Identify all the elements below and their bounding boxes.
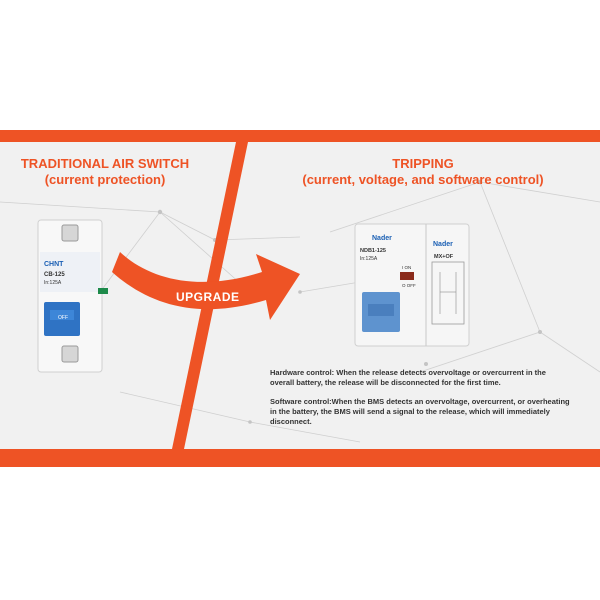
upgrade-label: UPGRADE [176,290,240,304]
right-model: NDB1-125 [360,248,386,254]
top-orange-band [0,130,600,142]
hardware-control-text: Hardware control: When the release detec… [270,368,546,388]
illustration-layer: CHNT CB-125 In:125A OFF Nader Nader NDB1… [0,142,600,449]
left-model: CB-125 [44,272,65,278]
right-title-line1: TRIPPING [392,156,454,171]
upgrade-arrow-icon [112,252,300,320]
bottom-orange-band [0,449,600,467]
tripping-breaker-image [354,223,470,366]
right-off-label: O OFF [402,283,416,288]
left-brand: CHNT [44,261,64,268]
software-control-text: Software control:When the BMS detects an… [270,397,570,427]
traditional-breaker-image [37,219,108,373]
content-panel: CHNT CB-125 In:125A OFF Nader Nader NDB1… [0,142,600,449]
right-module-label: MX+OF [434,254,454,260]
left-title-line1: TRADITIONAL AIR SWITCH [20,156,190,171]
right-rating: In:125A [360,256,378,262]
left-handle-label: OFF [58,315,68,321]
network-nodes [157,179,542,424]
right-on-label: I ON [402,265,411,270]
left-title: TRADITIONAL AIR SWITCH (current protecti… [0,156,210,187]
right-title-line2: (current, voltage, and software control) [302,171,544,187]
right-brand-left: Nader [372,235,392,242]
left-rating: In:125A [44,280,62,286]
right-brand-right: Nader [433,241,453,248]
left-title-line2: (current protection) [44,171,166,187]
right-title: TRIPPING (current, voltage, and software… [258,156,588,187]
